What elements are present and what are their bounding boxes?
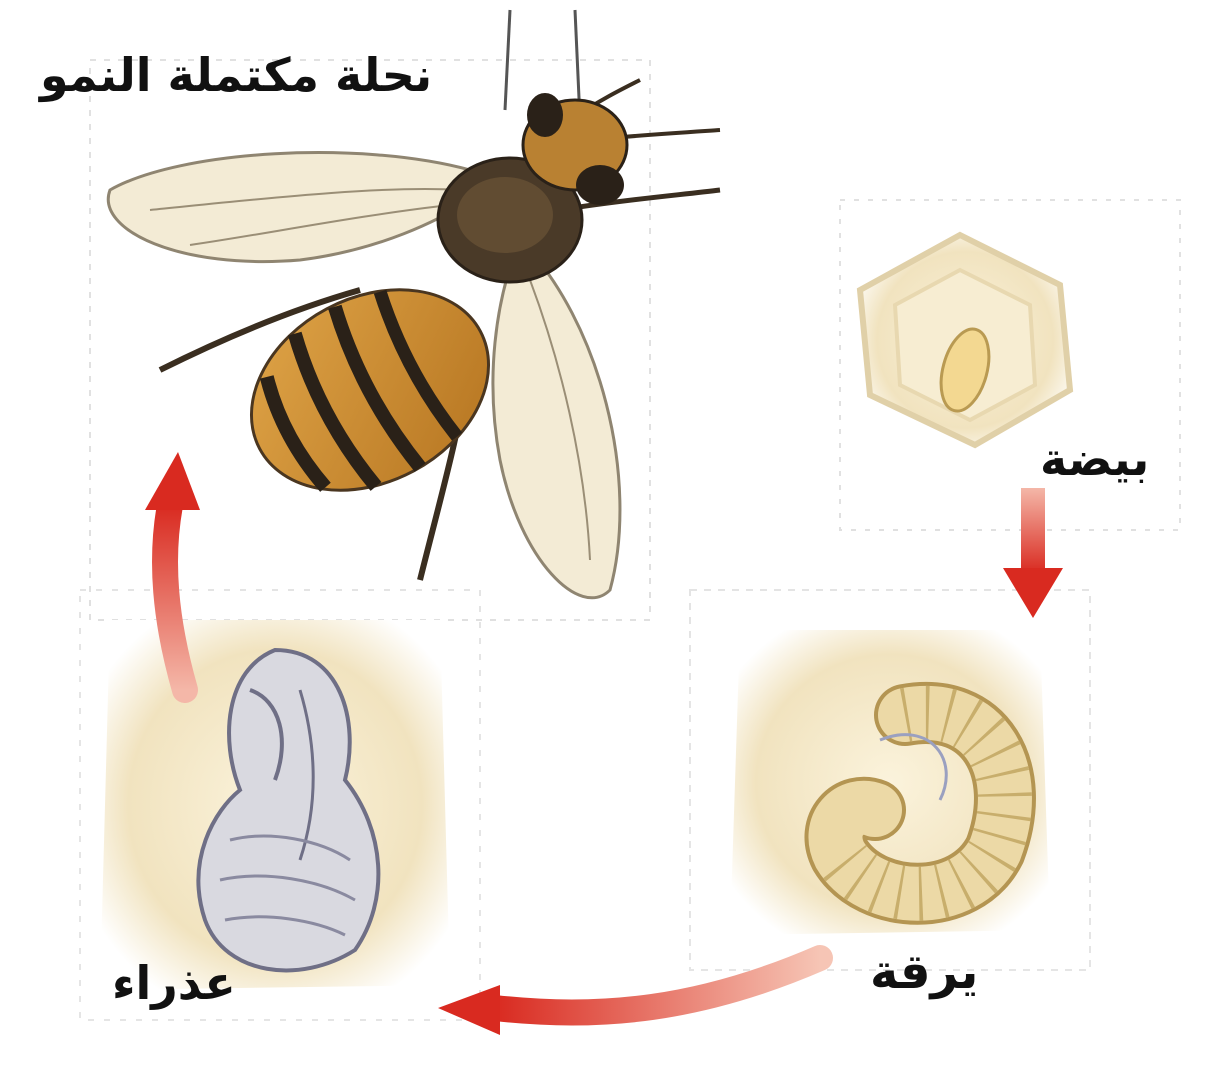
pupa-cell-illustration (100, 620, 450, 990)
arrow-egg-to-larva (1003, 488, 1063, 618)
stage-label-larva: يرقة (870, 948, 978, 996)
stage-label-adult: نحلة مكتملة النمو (40, 52, 432, 98)
stage-label-egg: بيضة (1040, 436, 1149, 482)
egg-cell-illustration (860, 235, 1070, 445)
stage-label-pupa: عذراء (112, 960, 236, 1006)
larva-cell-illustration (730, 630, 1050, 935)
arrow-larva-to-pupa (438, 958, 820, 1035)
